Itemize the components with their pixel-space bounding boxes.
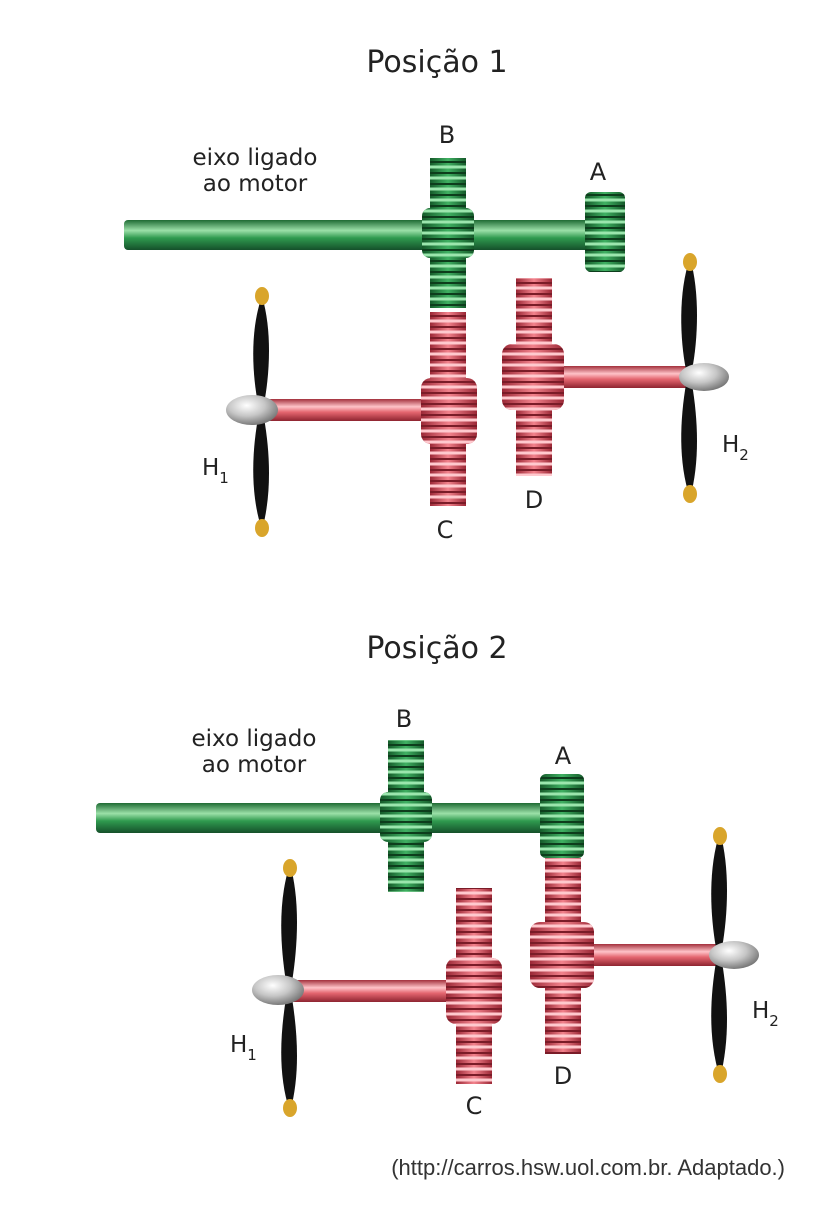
- motor-shaft-label: ao motor: [202, 752, 307, 778]
- propeller-h2-label: H2: [722, 432, 749, 464]
- propeller-h2: [709, 827, 759, 1083]
- gear-b-label: B: [439, 121, 455, 149]
- gear-b: [422, 158, 474, 308]
- motor-shaft-label: ao motor: [203, 171, 308, 197]
- shaft-h1: [290, 980, 465, 1002]
- gear-d-label: D: [525, 486, 543, 514]
- gear-c-label: C: [437, 516, 454, 544]
- gear-a: [540, 774, 584, 858]
- motor-shaft: [124, 220, 599, 250]
- position-title: Posição 1: [366, 45, 507, 80]
- shaft-h2: [575, 944, 725, 966]
- shaft-h1: [262, 399, 447, 421]
- propeller-h2: [679, 253, 729, 503]
- propeller-h1: [252, 859, 304, 1117]
- gear-a: [585, 192, 625, 272]
- gear-b: [380, 740, 432, 892]
- propeller-h2-label: H2: [752, 998, 779, 1030]
- gear-d: [502, 278, 564, 476]
- propeller-h1-label: H1: [202, 455, 229, 487]
- position-title: Posição 2: [366, 631, 507, 666]
- motor-shaft-label: eixo ligado: [193, 145, 318, 171]
- source-credit: (http://carros.hsw.uol.com.br. Adaptado.…: [391, 1155, 785, 1180]
- gear-d-label: D: [554, 1062, 572, 1090]
- gear-a-label: A: [555, 742, 572, 770]
- gear-c: [421, 312, 477, 506]
- position-2: Posição 2 eixo ligado ao motor B A C: [96, 631, 779, 1120]
- motor-shaft-label: eixo ligado: [192, 726, 317, 752]
- gear-a-label: A: [590, 158, 607, 186]
- gear-c-label: C: [466, 1092, 483, 1120]
- gear-c: [446, 888, 502, 1084]
- position-1: Posição 1 eixo ligado ao motor B A C: [124, 45, 749, 544]
- propeller-h1-label: H1: [230, 1032, 257, 1064]
- shaft-h2: [545, 366, 695, 388]
- gear-d: [530, 858, 594, 1054]
- propeller-h1: [226, 287, 278, 537]
- gear-b-label: B: [396, 705, 412, 733]
- motor-shaft: [96, 803, 560, 833]
